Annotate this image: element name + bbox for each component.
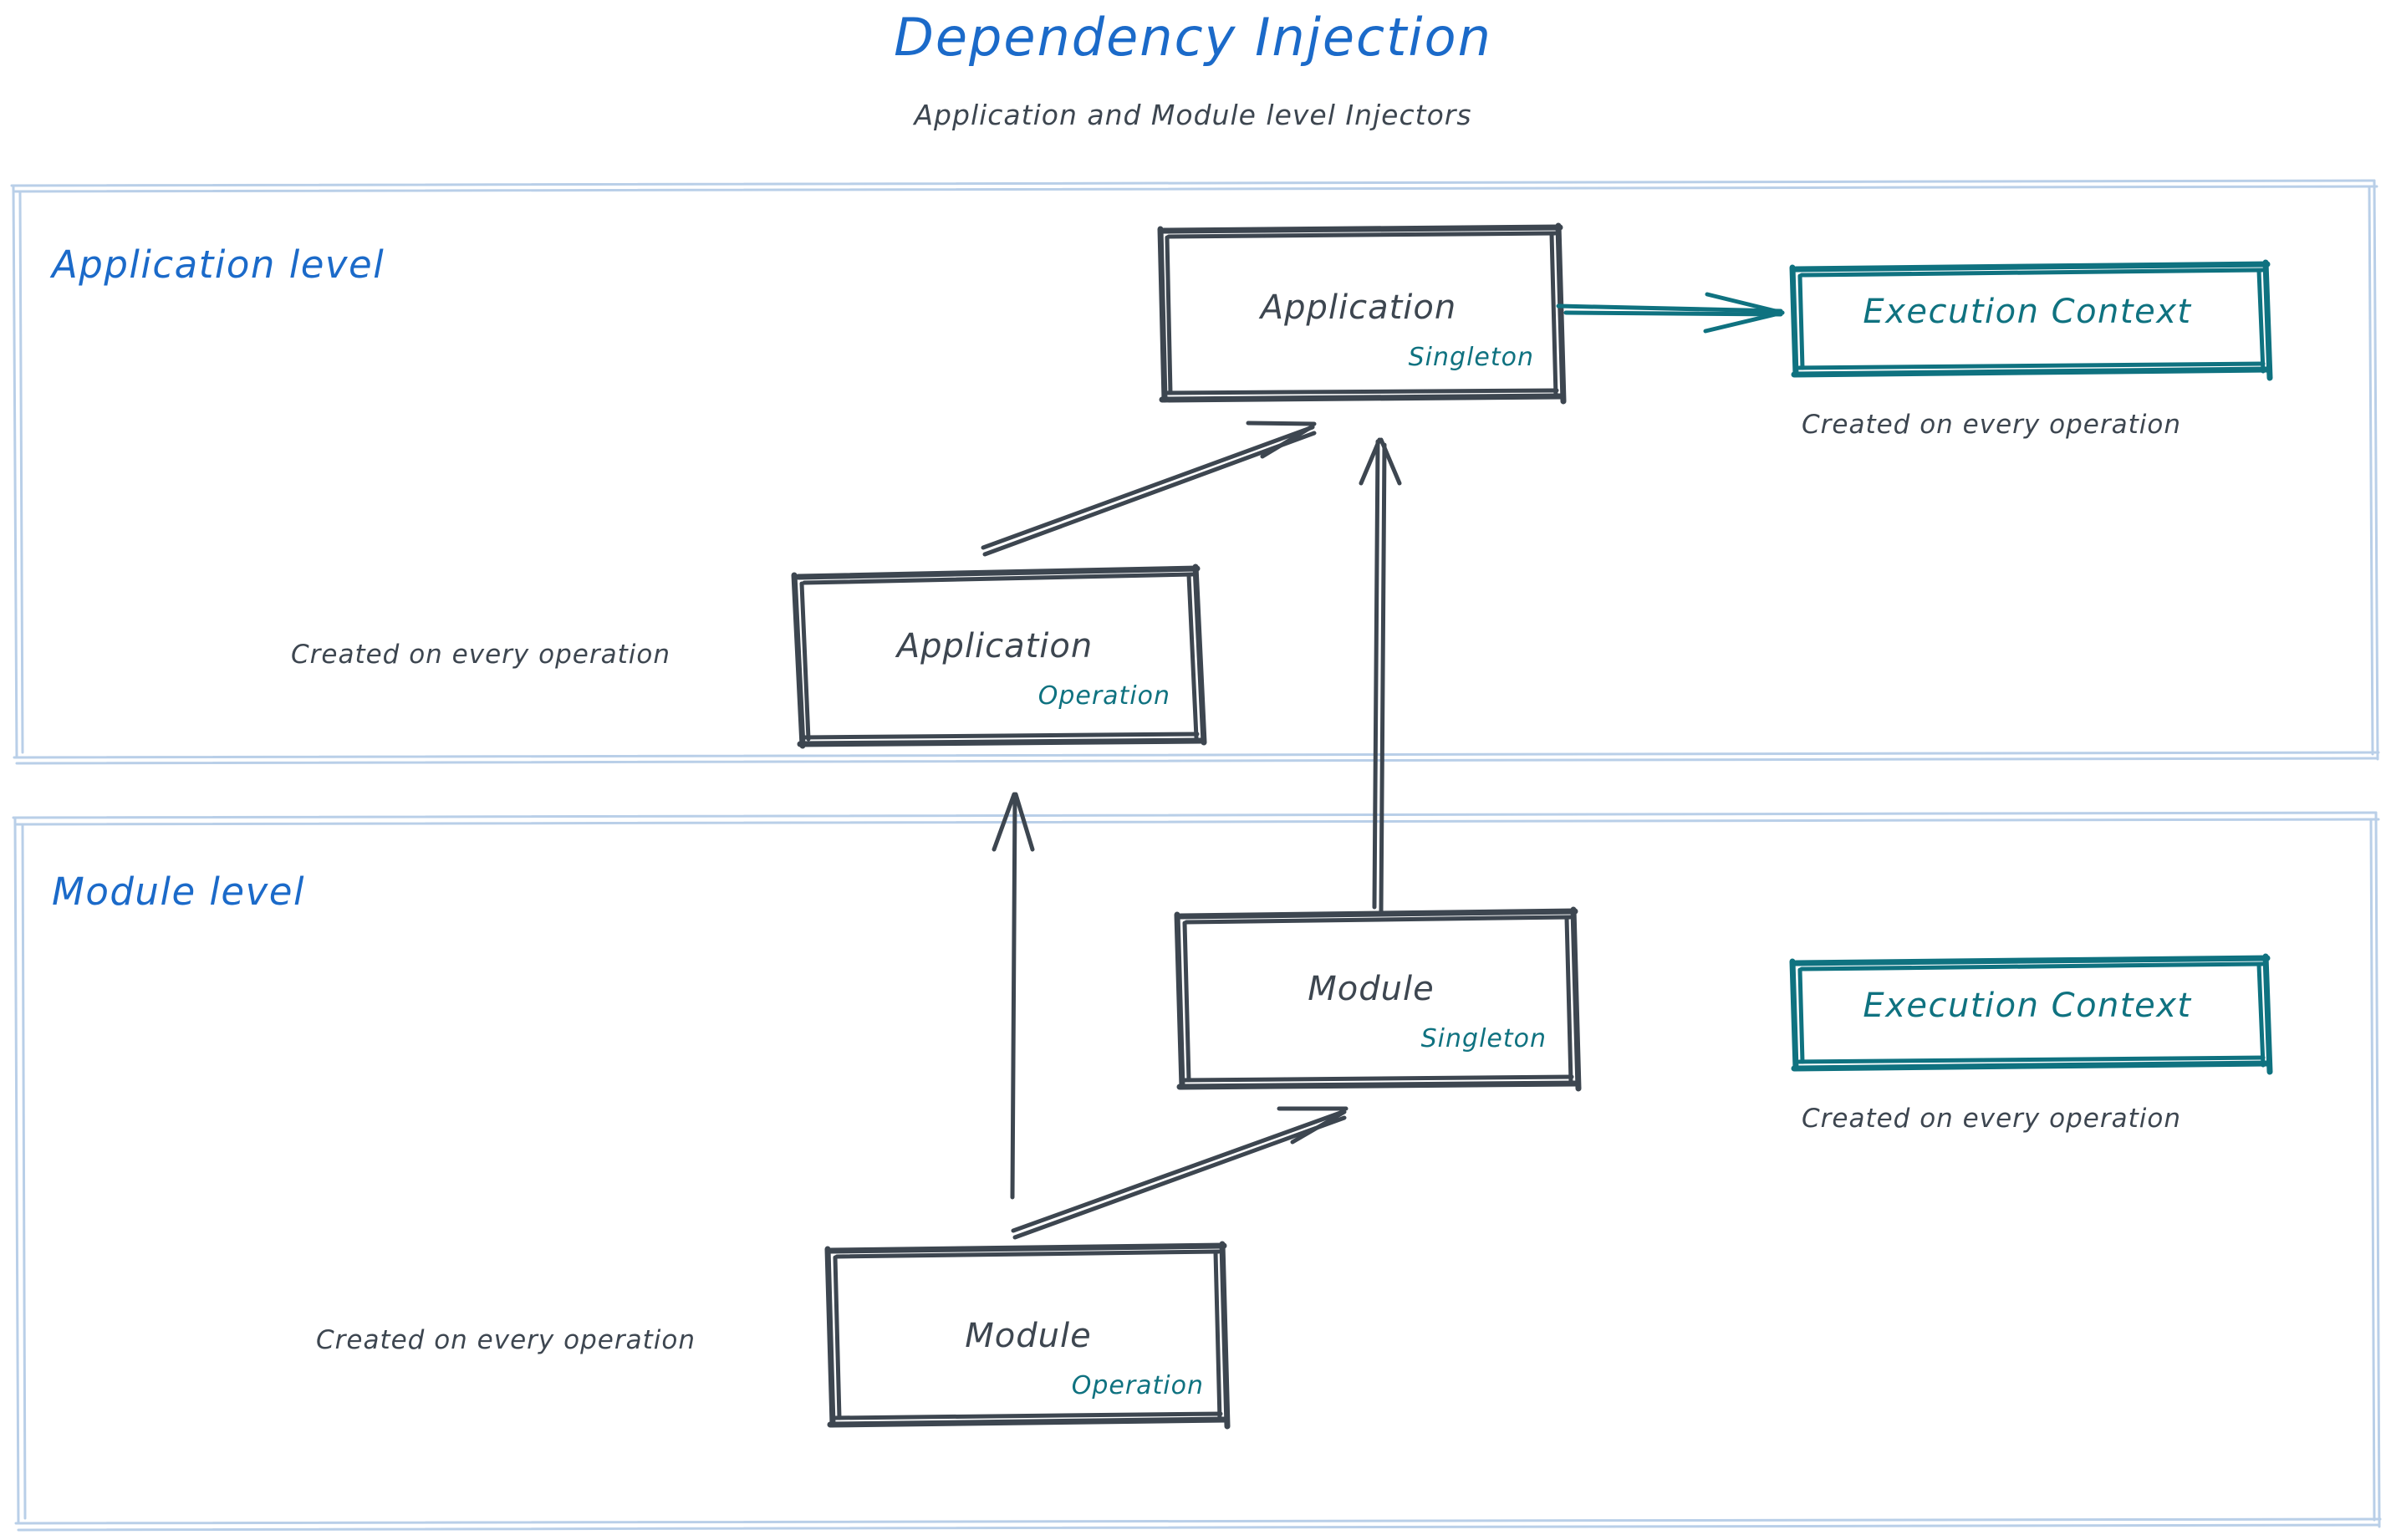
node-module-singleton-title: Module	[1308, 970, 1435, 1008]
page-title: Dependency Injection	[894, 7, 1492, 68]
caption-execution-context-module: Created on every operation	[1802, 1104, 2181, 1134]
panel-label-module-level: Module level	[52, 869, 305, 914]
edge-app-operation-to-app-singleton	[981, 421, 1317, 557]
caption-execution-context-application: Created on every operation	[1802, 410, 2181, 440]
node-execution-context-module-title: Execution Context	[1863, 987, 2192, 1025]
caption-application-operation: Created on every operation	[291, 640, 670, 670]
page-subtitle: Application and Module level Injectors	[914, 99, 1472, 131]
node-application-operation-title: Application	[896, 627, 1094, 665]
panel-module-level-border	[12, 811, 2382, 1532]
node-module-operation-scope: Operation	[1071, 1371, 1204, 1400]
caption-module-operation: Created on every operation	[316, 1325, 696, 1355]
edge-module-operation-to-app-level	[992, 792, 1035, 1200]
panel-label-application-level: Application level	[52, 242, 385, 287]
node-module-singleton-scope: Singleton	[1420, 1024, 1547, 1053]
edge-module-operation-to-module-singleton	[1011, 1106, 1348, 1240]
node-module-operation-title: Module	[965, 1317, 1092, 1355]
node-application-operation-scope: Operation	[1038, 681, 1170, 711]
node-application-singleton-scope: Singleton	[1408, 343, 1534, 372]
node-execution-context-application-title: Execution Context	[1863, 293, 2192, 331]
node-application-singleton-title: Application	[1260, 288, 1457, 327]
edge-app-singleton-to-execution-context	[1556, 292, 1785, 334]
edge-module-singleton-to-app-singleton	[1359, 437, 1402, 914]
